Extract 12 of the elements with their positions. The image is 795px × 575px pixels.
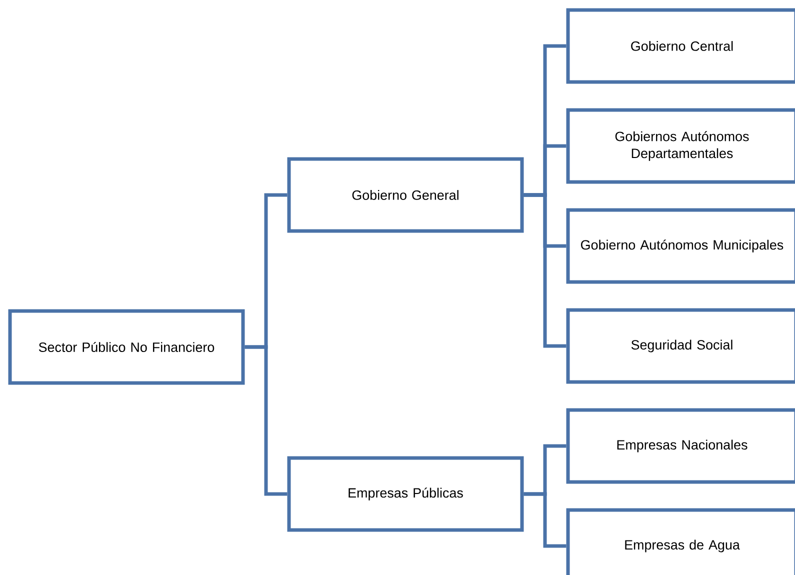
org-box: Empresas Públicas bbox=[287, 456, 524, 532]
connector-line bbox=[524, 193, 566, 348]
org-box: Seguridad Social bbox=[566, 308, 795, 384]
org-box: Gobierno Autónomos Municipales bbox=[566, 208, 795, 284]
org-box: Empresas de Agua bbox=[566, 508, 795, 575]
org-box: Empresas Nacionales bbox=[566, 408, 795, 484]
connector-line bbox=[524, 492, 566, 548]
org-box: Gobierno Central bbox=[566, 8, 795, 84]
org-box: Sector Público No Financiero bbox=[8, 309, 245, 385]
org-box: Gobiernos Autónomos Departamentales bbox=[566, 108, 795, 184]
org-box: Gobierno General bbox=[287, 157, 524, 233]
connector-line bbox=[244, 345, 288, 496]
